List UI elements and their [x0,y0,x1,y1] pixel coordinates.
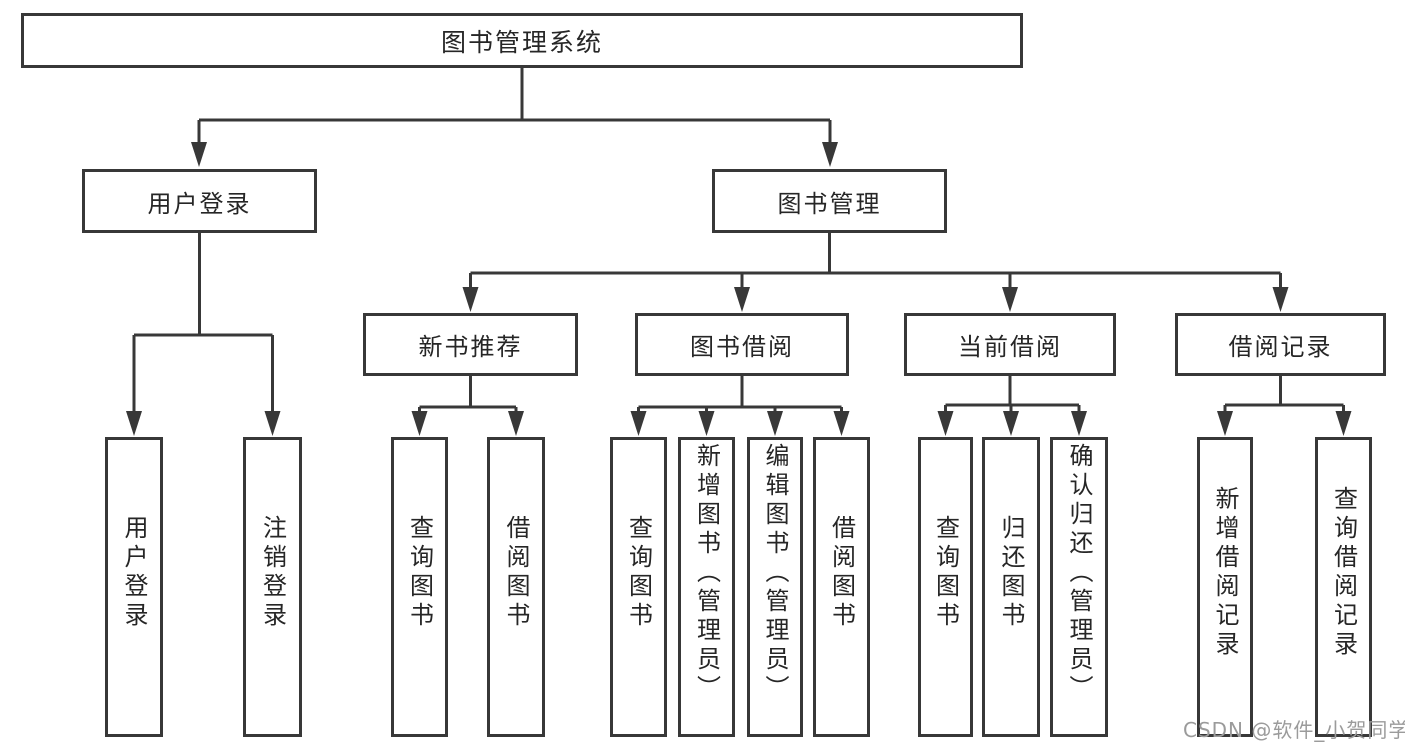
node-user-login-label: 用户登录 [147,189,252,218]
node-new-book-recommendation-label: 新书推荐 [418,333,523,361]
leaf-query-books-recommend-label: 查询图书 [405,515,434,631]
leaf-query-borrow-record: 查询借阅记录 [1315,437,1372,737]
leaf-add-books-admin: 新增图书（管理员） [678,437,735,737]
leaf-user-login: 用户登录 [105,437,163,737]
leaf-logout-label: 注销登录 [258,515,287,631]
node-new-book-recommendation: 新书推荐 [363,313,578,376]
node-book-management: 图书管理 [712,169,947,233]
node-root-label: 图书管理系统 [440,27,603,57]
node-user-login: 用户登录 [82,169,317,233]
leaf-user-login-label: 用户登录 [120,515,148,631]
node-book-borrowing-label: 图书借阅 [690,333,794,361]
leaf-return-books: 归还图书 [982,437,1040,737]
leaf-query-books-recommend: 查询图书 [391,437,448,737]
leaf-logout: 注销登录 [243,437,302,737]
leaf-borrow-books-recommend: 借阅图书 [487,437,545,737]
leaf-borrow-books-recommend-label: 借阅图书 [502,515,530,631]
leaf-query-books-borrow-label: 查询图书 [624,515,653,631]
node-root: 图书管理系统 [21,13,1023,68]
leaf-add-books-admin-label: 新增图书（管理员） [692,442,721,704]
watermark: CSDN @软件_小贺同学 [1183,718,1405,742]
leaf-query-books-borrow: 查询图书 [610,437,667,737]
node-book-management-label: 图书管理 [777,189,882,218]
leaf-query-books-current: 查询图书 [918,437,973,737]
leaf-edit-books-admin: 编辑图书（管理员） [747,437,803,737]
node-borrowing-records-label: 借阅记录 [1228,333,1333,361]
leaf-return-books-label: 归还图书 [997,515,1025,631]
node-current-borrowing-label: 当前借阅 [958,333,1062,361]
leaf-query-books-current-label: 查询图书 [931,515,960,631]
node-borrowing-records: 借阅记录 [1175,313,1386,376]
leaf-query-borrow-record-label: 查询借阅记录 [1329,486,1358,660]
leaf-add-borrow-record-label: 新增借阅记录 [1211,486,1239,660]
leaf-edit-books-admin-label: 编辑图书（管理员） [761,442,789,704]
leaf-borrow-books: 借阅图书 [813,437,870,737]
node-current-borrowing: 当前借阅 [904,313,1116,376]
node-book-borrowing: 图书借阅 [635,313,849,376]
leaf-borrow-books-label: 借阅图书 [827,515,856,631]
leaf-confirm-return-admin-label: 确认归还（管理员） [1065,442,1093,704]
leaf-add-borrow-record: 新增借阅记录 [1197,437,1253,737]
leaf-confirm-return-admin: 确认归还（管理员） [1050,437,1108,737]
